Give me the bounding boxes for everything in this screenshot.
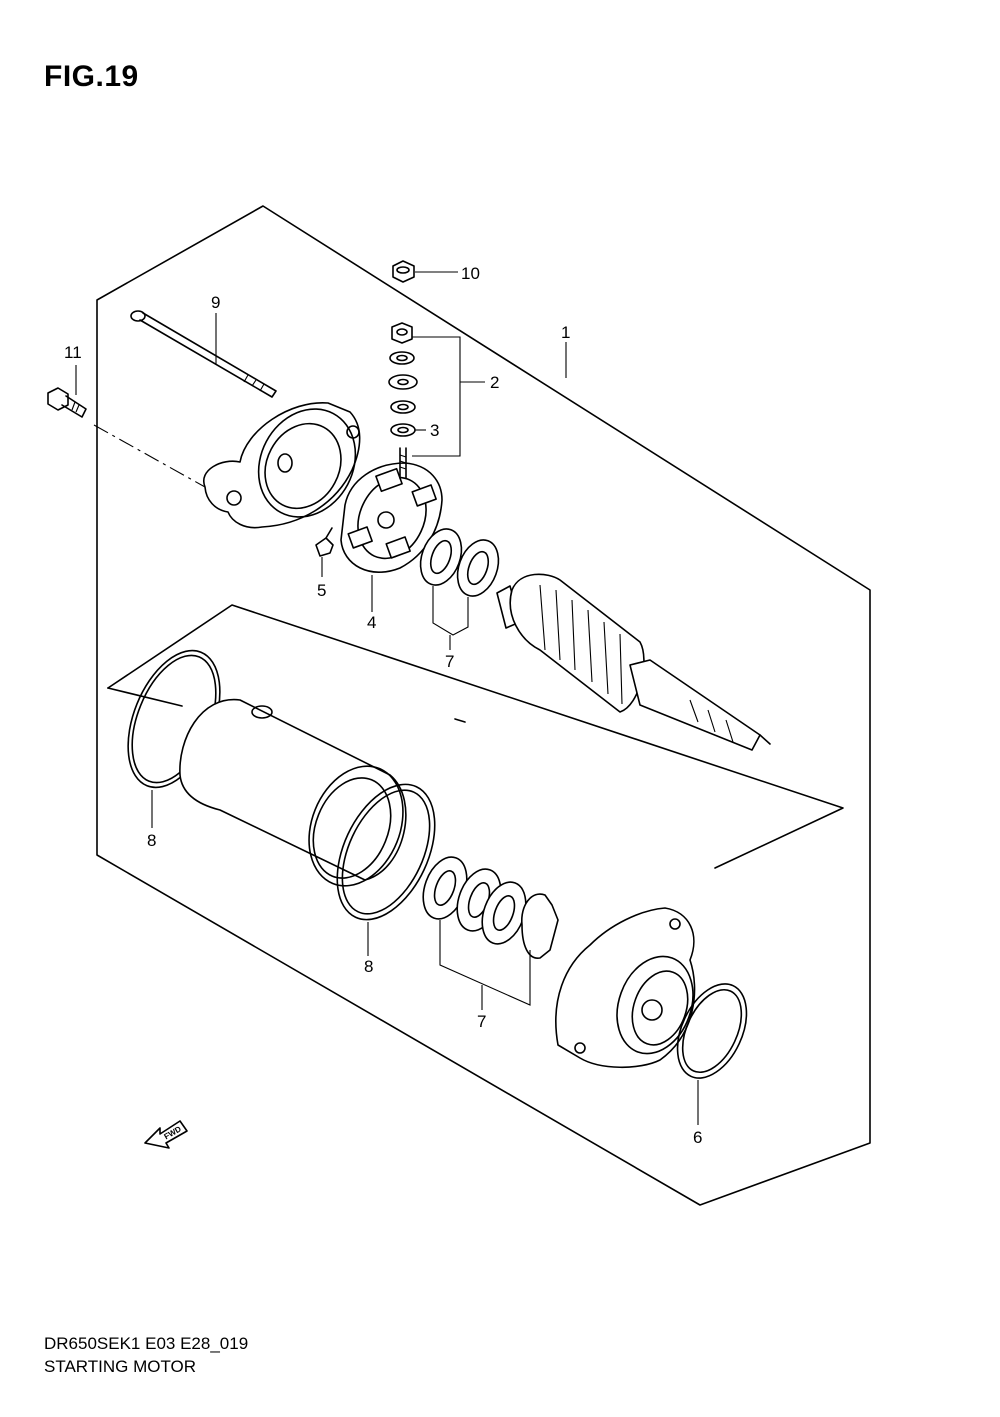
rear-cover [202,402,361,529]
callout-11: 11 [64,343,82,362]
front-cover [555,907,696,1069]
bolt-part-11[interactable] [47,387,87,418]
figure-name: STARTING MOTOR [44,1357,197,1376]
callout-2: 2 [490,373,499,392]
brush-holder-part-4[interactable] [340,462,443,573]
callout-8-lower: 8 [364,957,373,976]
terminal-stud [399,447,407,479]
callout-1: 1 [561,323,570,342]
figure-code: DR650SEK1 E03 E28_019 [44,1334,249,1353]
figure-title: FIG.19 [44,60,139,93]
center-axis [93,424,206,488]
callout-numbers: 1 2 3 4 5 6 7 7 8 8 9 10 11 [64,264,702,1147]
o-ring-lower-part-8[interactable] [318,769,455,935]
shim-set-upper-part-7[interactable] [413,523,506,601]
washer-part-3[interactable] [390,423,416,437]
nut-part-10[interactable] [392,260,415,283]
nut-washer-set-part-2[interactable] [388,322,418,414]
yoke-plane [107,604,844,869]
callout-7-upper: 7 [445,652,454,671]
through-bolt-part-9[interactable] [130,310,277,398]
callout-7-lower: 7 [477,1012,486,1031]
clip-part-5[interactable] [315,527,334,557]
shim-set-lower-part-7[interactable] [415,851,559,959]
callout-3: 3 [430,421,439,440]
assembly-boundary [96,205,871,1206]
fwd-arrow-icon: FWD [144,1120,188,1149]
figure-footer: DR650SEK1 E03 E28_019 STARTING MOTOR [44,1332,248,1378]
callout-10: 10 [461,264,480,283]
callout-8-upper: 8 [147,831,156,850]
armature [496,573,771,751]
yoke-housing [179,698,407,887]
leader-lines [75,271,699,1125]
o-ring-part-6[interactable] [664,973,761,1089]
callout-9: 9 [211,293,220,312]
callout-6: 6 [693,1128,702,1147]
callout-4: 4 [367,613,376,632]
callout-5: 5 [317,581,326,600]
